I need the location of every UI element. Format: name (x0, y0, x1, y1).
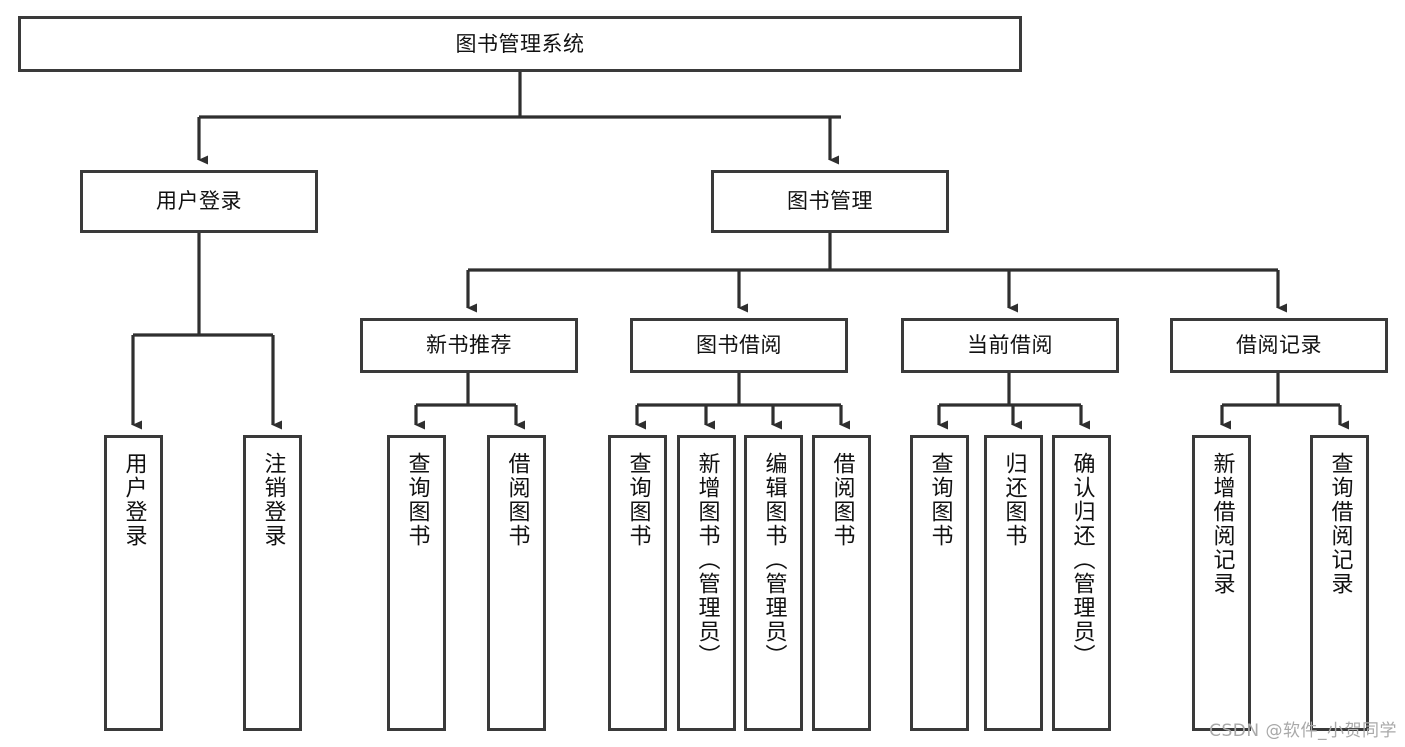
node-book-borrow-label: 图书借阅 (696, 333, 782, 358)
node-root-label: 图书管理系统 (455, 31, 585, 56)
node-user-login[interactable]: 用户登录 (80, 170, 318, 233)
node-new-book-recommend-label: 新书推荐 (426, 333, 512, 358)
leaf-query-borrow-record[interactable]: 查询借阅记录 (1310, 435, 1369, 731)
node-user-login-label: 用户登录 (156, 189, 242, 214)
node-current-borrow[interactable]: 当前借阅 (901, 318, 1119, 373)
leaf-query-book-current[interactable]: 查询图书 (910, 435, 969, 731)
leaf-logout[interactable]: 注销登录 (243, 435, 302, 731)
leaf-query-book-newbook-label: 查询图书 (404, 452, 430, 548)
csdn-watermark: CSDN @软件_小贺同学 (1209, 721, 1397, 741)
leaf-query-book-borrow-label: 查询图书 (625, 452, 651, 548)
leaf-query-book-borrow[interactable]: 查询图书 (608, 435, 667, 731)
leaf-logout-label: 注销登录 (260, 452, 286, 548)
node-book-management[interactable]: 图书管理 (711, 170, 949, 233)
leaf-add-book-admin-label: 新增图书（管理员） (694, 452, 720, 668)
node-book-borrow[interactable]: 图书借阅 (630, 318, 848, 373)
leaf-query-book-newbook[interactable]: 查询图书 (387, 435, 446, 731)
node-book-management-label: 图书管理 (787, 189, 873, 214)
leaf-confirm-return-admin[interactable]: 确认归还（管理员） (1052, 435, 1111, 731)
leaf-edit-book-admin[interactable]: 编辑图书（管理员） (744, 435, 803, 731)
node-borrow-records[interactable]: 借阅记录 (1170, 318, 1388, 373)
leaf-borrow-book-newbook-label: 借阅图书 (504, 452, 530, 548)
node-borrow-records-label: 借阅记录 (1236, 333, 1322, 358)
leaf-return-book[interactable]: 归还图书 (984, 435, 1043, 731)
node-root[interactable]: 图书管理系统 (18, 16, 1022, 72)
leaf-add-borrow-record[interactable]: 新增借阅记录 (1192, 435, 1251, 731)
leaf-add-borrow-record-label: 新增借阅记录 (1209, 452, 1235, 596)
leaf-borrow-book[interactable]: 借阅图书 (812, 435, 871, 731)
leaf-borrow-book-newbook[interactable]: 借阅图书 (487, 435, 546, 731)
leaf-user-login[interactable]: 用户登录 (104, 435, 163, 731)
leaf-query-book-current-label: 查询图书 (927, 452, 953, 548)
leaf-user-login-label: 用户登录 (121, 452, 147, 548)
leaf-confirm-return-admin-label: 确认归还（管理员） (1069, 452, 1095, 668)
leaf-add-book-admin[interactable]: 新增图书（管理员） (677, 435, 736, 731)
leaf-query-borrow-record-label: 查询借阅记录 (1327, 452, 1353, 596)
node-current-borrow-label: 当前借阅 (967, 333, 1053, 358)
leaf-edit-book-admin-label: 编辑图书（管理员） (761, 452, 787, 668)
leaf-return-book-label: 归还图书 (1001, 452, 1027, 548)
leaf-borrow-book-label: 借阅图书 (829, 452, 855, 548)
node-new-book-recommend[interactable]: 新书推荐 (360, 318, 578, 373)
